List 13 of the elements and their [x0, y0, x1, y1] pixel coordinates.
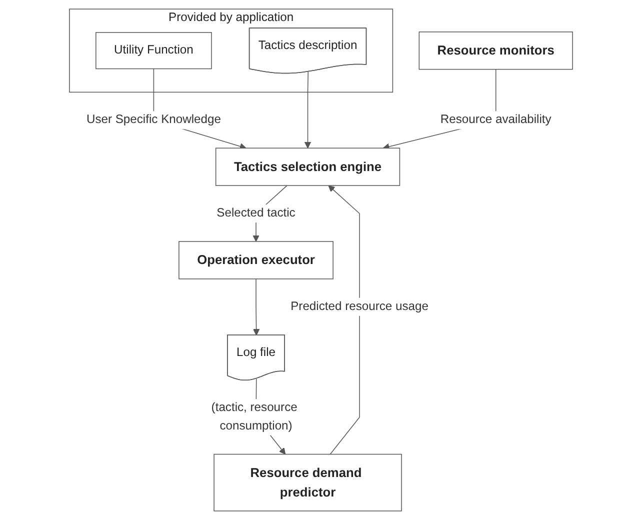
arrow	[328, 185, 360, 455]
arrow	[304, 71, 312, 148]
edge-label: Resource availability	[440, 113, 552, 126]
node-box: Resource monitors	[418, 32, 573, 70]
edge-label: Selected tactic	[216, 206, 296, 220]
node-box: Operation executor	[178, 241, 334, 280]
node-box: Utility Function	[96, 32, 212, 70]
edge-label: User Specific Knowledge	[86, 113, 221, 126]
arrow	[252, 278, 260, 336]
node-box: Resource demand predictor	[214, 454, 402, 512]
edge-label: (tactic, resource consumption)	[211, 401, 298, 432]
edge-label: Predicted resource usage	[290, 300, 428, 313]
node-box: Tactics selection engine	[215, 148, 400, 186]
